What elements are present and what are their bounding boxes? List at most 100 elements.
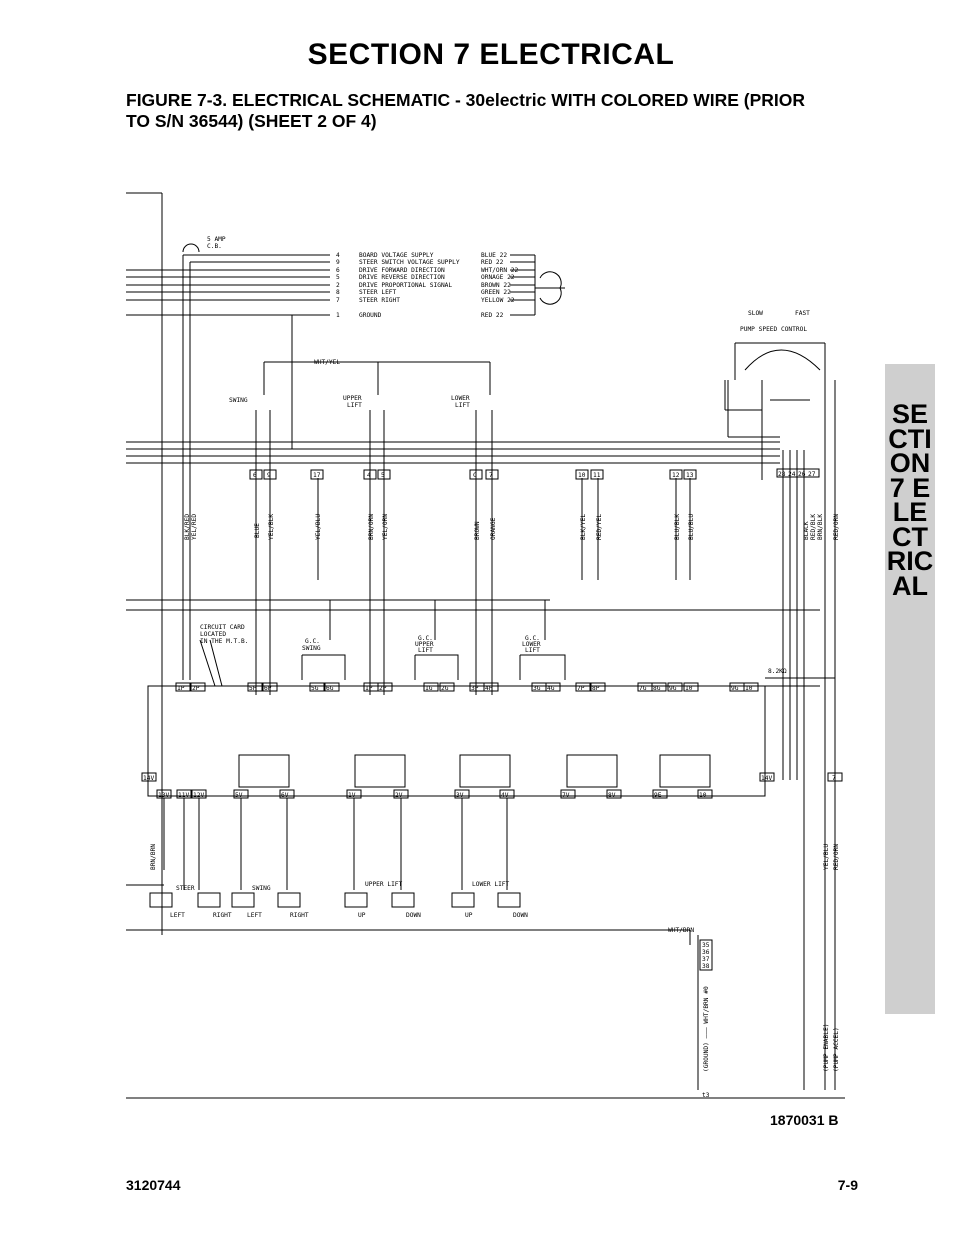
page-number: 7-9 [837, 1177, 858, 1193]
card-pin-bottom: 4V [501, 792, 509, 799]
wire-color: YEL/BLK [268, 514, 275, 540]
yel-blu-label: YEL/BLU [823, 844, 830, 870]
drawing-number: 1870031 B [770, 1112, 839, 1128]
gc-swing-1: G.C. [305, 638, 320, 645]
conn-signal: STEER SWITCH VOLTAGE SUPPLY [359, 259, 460, 266]
valve-label: RIGHT [290, 912, 309, 919]
card-pin-bottom: 10 [699, 792, 707, 799]
terminal: 11 [593, 472, 601, 479]
card-pin: 6P [264, 685, 272, 692]
conn-pin: 6 [336, 267, 340, 274]
circuit-card-label-3: IN THE M.T.B. [200, 638, 248, 645]
valve-group: UPPER LIFT [365, 881, 403, 888]
conn-wire: YELLOW 22 [481, 297, 515, 304]
card-pin-bottom: 12V [193, 792, 204, 799]
ground-wire-label: (GROUND) ——— WHT/BRN #0 [703, 986, 710, 1072]
card-pin: 2P [379, 685, 387, 692]
card-pin: 8P [592, 685, 600, 692]
conn-wire: WHT/ORN 22 [481, 267, 519, 274]
conn-wire: BLUE 22 [481, 252, 507, 259]
conn-pin: 9 [336, 259, 340, 266]
conn-signal: DRIVE REVERSE DIRECTION [359, 274, 445, 281]
wire-color: BLUE [254, 523, 261, 538]
switch-upper-label: UPPER [343, 395, 362, 402]
conn-pin: 1 [336, 312, 340, 319]
card-pin: 7G [639, 685, 647, 692]
valve-label: DOWN [513, 912, 528, 919]
ground-marker: t3 [702, 1092, 710, 1099]
gc-upper-1: G.C. [418, 635, 433, 642]
wire-color: RED/ORN [833, 514, 840, 540]
card-pin: 6G [326, 685, 334, 692]
side-tab-label: SECTION 7 ELECTRICAL [886, 399, 934, 601]
wire-color: YEL/RED [191, 514, 198, 540]
valve-label: LEFT [170, 912, 185, 919]
figure-caption: FIGURE 7-3. ELECTRICAL SCHEMATIC - 30ele… [126, 90, 805, 131]
conn-wire: ORNAGE 22 [481, 274, 515, 281]
pump-enable-label: (PUMP ENABLE) [823, 1024, 830, 1072]
conn-pin: 7 [336, 297, 340, 304]
card-pin-bottom: 1V [348, 792, 356, 799]
card-pin: 10 [745, 685, 753, 692]
card-pin-bottom: 9E [654, 792, 662, 799]
gc-upper-2: UPPER [415, 641, 434, 648]
circuit-card-label-1: CIRCUIT CARD [200, 624, 245, 631]
wire-color: YEL/ORN [382, 514, 389, 540]
pump-fast: FAST [795, 310, 810, 317]
card-pin: 9G [731, 685, 739, 692]
plug-pin: 36 [702, 949, 710, 956]
terminal: 6 [253, 472, 257, 479]
terminal: 27 [808, 471, 816, 478]
wire-color: BLK/RED [184, 514, 191, 540]
terminal: 5 [381, 472, 385, 479]
wire-color: RED/BLK [810, 514, 817, 540]
brn-brn-label: BRN/BRN [150, 844, 157, 870]
conn-signal: DRIVE PROPORTIONAL SIGNAL [359, 282, 452, 289]
switch-lower-label-2: LIFT [455, 402, 470, 409]
wire-color: RED/YEL [596, 514, 603, 540]
conn-signal: STEER LEFT [359, 289, 397, 296]
terminal: 26 [798, 471, 806, 478]
card-side-pin: 7 [832, 775, 836, 782]
valve-label: UP [358, 912, 366, 919]
wire-color: BLU/BLU [688, 514, 695, 540]
card-pin-bottom: 8V [608, 792, 616, 799]
wht-yel-label: WHT/YEL [314, 359, 340, 366]
switch-upper-label-2: LIFT [347, 402, 362, 409]
valve-label: UP [465, 912, 473, 919]
conn-signal: STEER RIGHT [359, 297, 400, 304]
card-pin-bottom: 7V [562, 792, 570, 799]
terminal: 10 [578, 472, 586, 479]
wire-color: BLU/BLK [674, 514, 681, 540]
wire-color: BROWN [474, 521, 481, 540]
card-pin: 2P [192, 685, 200, 692]
wire-color: BLACK [803, 521, 810, 540]
terminal: 13 [686, 472, 694, 479]
switch-lower-label: LOWER [451, 395, 470, 402]
gc-lower-2: LOWER [522, 641, 541, 648]
section-title: SECTION 7 ELECTRICAL [307, 38, 675, 71]
conn-pin: 4 [336, 252, 340, 259]
conn-wire: GREEN 22 [481, 289, 511, 296]
card-side-pin: 14V [761, 775, 772, 782]
wire-color: BRN/BLK [817, 514, 824, 540]
document-number: 3120744 [126, 1177, 181, 1193]
valve-label: RIGHT [213, 912, 232, 919]
terminal: 9 [267, 472, 271, 479]
section-side-tab: SECTION 7 ELECTRICAL [885, 364, 935, 1014]
terminal: 7 [489, 472, 493, 479]
switch-swing-label: SWING [229, 397, 248, 404]
card-pin-bottom: 5V [235, 792, 243, 799]
card-pin: 4P [485, 685, 493, 692]
terminal: 28 [778, 471, 786, 478]
terminal: 4 [367, 472, 371, 479]
plug-pin: 35 [702, 942, 710, 949]
card-pin: 5P [249, 685, 257, 692]
card-pin: 9G [669, 685, 677, 692]
terminal: C [473, 472, 477, 479]
valve-group: STEER [176, 885, 195, 892]
card-pin: 3P [471, 685, 479, 692]
card-pin-bottom: 11V [178, 792, 189, 799]
gc-upper-3: LIFT [418, 647, 433, 654]
